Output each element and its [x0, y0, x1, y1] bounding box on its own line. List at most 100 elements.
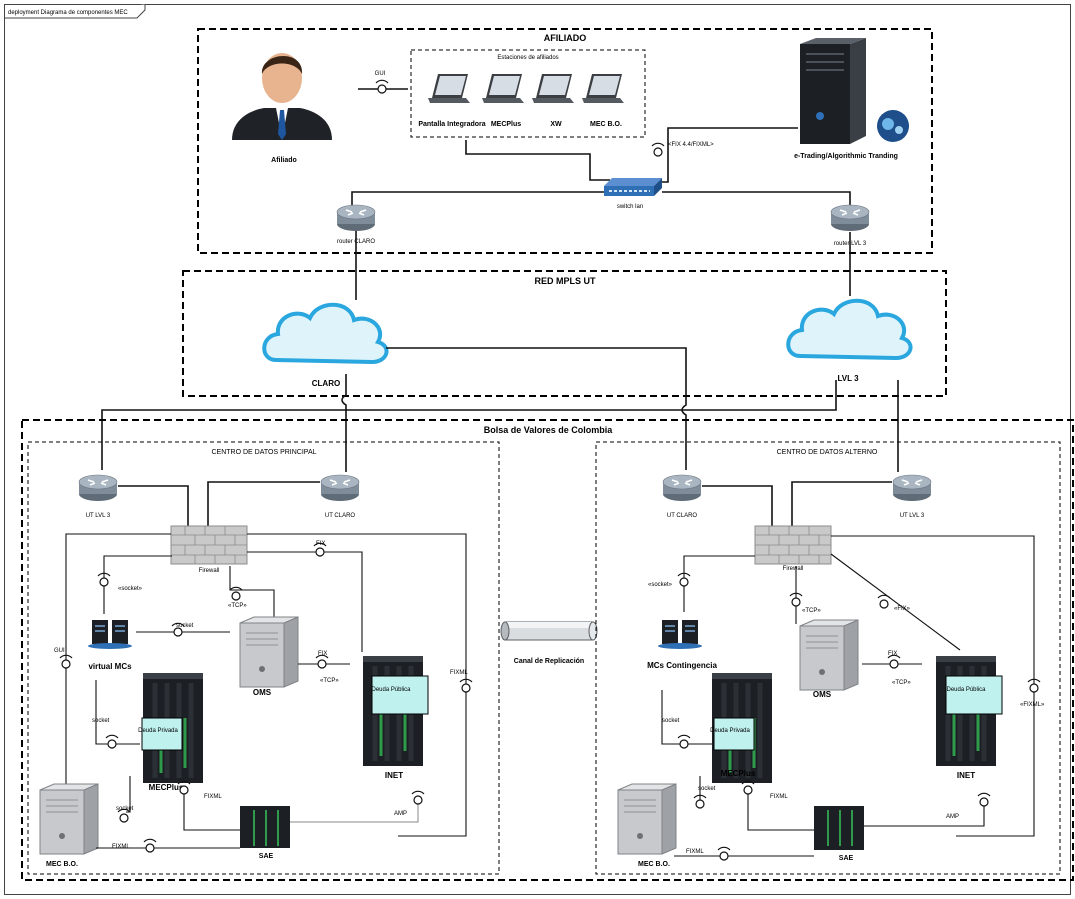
oms-label: OMS	[813, 690, 832, 699]
switch-icon	[604, 178, 662, 196]
mcs-contingencia-label: MCs Contingencia	[647, 661, 717, 670]
laptop-icon	[532, 74, 574, 103]
alterno-region	[595, 441, 1061, 875]
cloud-lvl3-label: LVL 3	[837, 374, 859, 383]
deuda-publica-box	[945, 675, 1003, 715]
amp-interface-icon	[411, 790, 425, 805]
firewall-label: Firewall	[783, 566, 804, 572]
fix-interface-icon	[887, 654, 901, 669]
fix-label: <FIX 4.4/FIXML>	[668, 142, 714, 148]
socket-iface-label: «socket»	[118, 586, 143, 592]
virtual-mcs-icon	[88, 620, 132, 649]
fix-interface-icon	[315, 654, 329, 669]
ut-lvl3-label: UT LVL 3	[900, 513, 925, 519]
oms-server-icon	[799, 619, 859, 691]
laptop-icon	[482, 74, 524, 103]
person-label: Afiliado	[271, 157, 297, 164]
fixml-bo-label: FIXML	[686, 849, 704, 855]
etrading-server-icon	[800, 38, 909, 144]
socket-bo-label: socket	[116, 806, 134, 812]
stations-title: Estaciones de afiliados	[497, 55, 558, 61]
ut-claro-label: UT CLARO	[667, 513, 698, 519]
fixml-right-label: FIXML	[450, 670, 468, 676]
sae-label: SAE	[259, 853, 274, 860]
mecplus-label: MECPlus	[149, 783, 184, 792]
tcp-oms-label: «TCP»	[320, 678, 339, 684]
etrading-label: e-Trading/Algorithmic Tranding	[794, 153, 898, 160]
socket-mecplus-label: socket	[662, 718, 680, 724]
amp-label: AMP	[394, 811, 407, 817]
station-label: XW	[550, 121, 562, 128]
sae-label: SAE	[839, 855, 854, 862]
mec-bo-label: MEC B.O.	[638, 861, 670, 868]
socket-mid-label: socket	[176, 623, 194, 629]
fix-interface-icon	[651, 142, 665, 157]
tcp-oms-label: «TCP»	[892, 680, 911, 686]
fix-top-label: FIX	[316, 541, 325, 547]
deuda-publica-label: Deuda Pública	[946, 687, 986, 693]
deuda-privada-label: Deuda Privada	[138, 728, 178, 734]
fixml-sae-label: FIXML	[770, 794, 788, 800]
router-icon	[662, 474, 702, 502]
mec-bo-server-icon	[39, 783, 99, 855]
gui-label: GUI	[54, 648, 65, 654]
tcp-iface-label: «TCP»	[228, 603, 247, 609]
bvc-region	[21, 419, 1074, 881]
fix-oms-label: FIX	[888, 651, 897, 657]
fix-oms-label: FIX	[318, 651, 327, 657]
cloud-icon	[786, 298, 913, 360]
deuda-publica-label: Deuda Pública	[371, 687, 411, 693]
router-icon	[830, 204, 870, 232]
laptop-icon	[582, 74, 624, 103]
cloud-icon	[262, 302, 389, 364]
mpls-title: RED MPLS UT	[534, 276, 596, 286]
router-icon	[320, 474, 360, 502]
stations-group	[410, 49, 646, 138]
fixml-interface-icon	[143, 838, 157, 853]
fixml-interface-icon	[741, 780, 755, 795]
firewall-icon	[170, 525, 248, 565]
router-icon	[336, 204, 376, 232]
socket-bo-label: socket	[698, 786, 716, 792]
mcs-contingencia-icon	[658, 620, 702, 649]
amp-interface-icon	[977, 792, 991, 807]
mec-bo-server-icon	[617, 783, 677, 855]
firewall-icon	[754, 525, 832, 565]
router-icon	[78, 474, 118, 502]
mecplus-label: MECPlus	[721, 769, 756, 778]
person-icon	[232, 53, 332, 140]
afiliado-region	[197, 28, 933, 254]
tcp-interface-icon	[229, 586, 243, 601]
fixml-sae-label: FIXML	[204, 794, 222, 800]
router-icon	[892, 474, 932, 502]
sae-rack-icon	[240, 806, 290, 848]
oms-label: OMS	[253, 688, 272, 697]
diagram-frame	[4, 4, 1071, 895]
replication-label: Canal de Replicación	[514, 658, 584, 665]
bvc-title: Bolsa de Valores de Colombia	[484, 425, 614, 435]
oms-server-icon	[239, 616, 299, 688]
principal-region	[27, 441, 500, 875]
socket-mecplus-label: socket	[92, 718, 110, 724]
replication-pipe-icon	[500, 621, 598, 641]
mec-bo-label: MEC B.O.	[46, 861, 78, 868]
alterno-title: CENTRO DE DATOS ALTERNO	[777, 449, 878, 456]
deuda-privada-label: Deuda Privada	[710, 728, 750, 734]
fix-iface-label: «FIX»	[894, 606, 911, 612]
frame-title: deployment Diagrama de componentes MEC	[8, 10, 128, 16]
deuda-privada-box	[713, 717, 755, 751]
mpls-region	[182, 270, 947, 397]
gui-interface-icon	[375, 79, 389, 94]
inet-label: INET	[385, 771, 403, 780]
tcp-iface-label: «TCP»	[802, 608, 821, 614]
socket-interface-icon	[677, 734, 691, 749]
inet-label: INET	[957, 771, 975, 780]
deuda-privada-box	[141, 717, 183, 751]
fixml-interface-icon	[717, 846, 731, 861]
station-label: MEC B.O.	[590, 121, 622, 128]
station-label: Pantalla Integradora	[418, 121, 485, 128]
ut-claro-label: UT CLARO	[325, 513, 356, 519]
deuda-publica-box	[371, 675, 429, 715]
firewall-label: Firewall	[199, 568, 220, 574]
